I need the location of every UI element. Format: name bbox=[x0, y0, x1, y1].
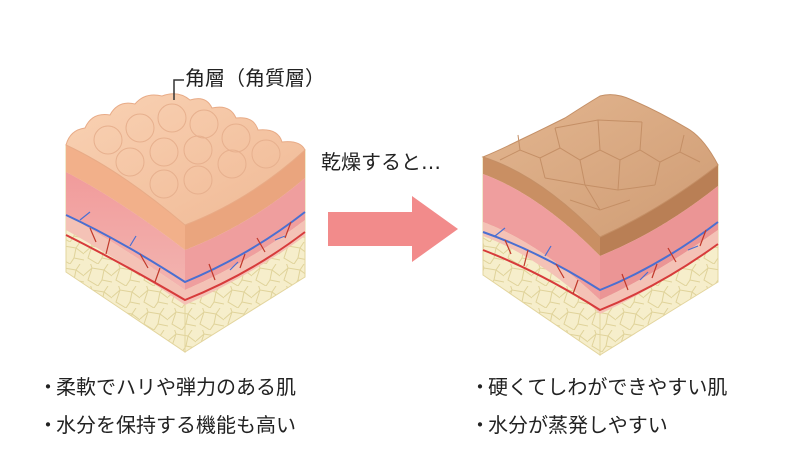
list-item: ・ 水分を保持する機能も高い bbox=[38, 406, 296, 444]
stratum-corneum-pointer bbox=[173, 79, 184, 100]
dry-vein bbox=[482, 221, 719, 292]
stratum-corneum-label: 角層（角質層） bbox=[185, 66, 325, 90]
dry-skin-bullets: ・ 硬くてしわができやすい肌 ・ 水分が蒸発しやすい bbox=[470, 368, 727, 444]
bullet-text: 水分が蒸発しやすい bbox=[488, 413, 668, 437]
bullet-dot: ・ bbox=[38, 413, 58, 437]
healthy-skin-block bbox=[65, 79, 306, 353]
healthy-skin-bullets: ・ 柔軟でハリや弾力のある肌 ・ 水分を保持する機能も高い bbox=[38, 368, 296, 444]
bullet-dot: ・ bbox=[470, 413, 490, 437]
healthy-dermis-side bbox=[185, 178, 305, 290]
dry-skin-block bbox=[481, 94, 719, 356]
bullet-text: 水分を保持する機能も高い bbox=[56, 413, 296, 437]
list-item: ・ 柔軟でハリや弾力のある肌 bbox=[38, 368, 296, 406]
dry-epidermis-side bbox=[600, 165, 718, 256]
healthy-vein bbox=[65, 211, 306, 284]
healthy-dermis-front bbox=[66, 172, 185, 290]
bullet-dot: ・ bbox=[38, 375, 58, 399]
dry-dermis-front bbox=[483, 174, 600, 300]
dry-epidermis-front bbox=[483, 157, 600, 256]
bullet-dot: ・ bbox=[470, 375, 490, 399]
list-item: ・ 水分が蒸発しやすい bbox=[470, 406, 727, 444]
healthy-epidermis-front bbox=[66, 145, 185, 250]
list-item: ・ 硬くてしわができやすい肌 bbox=[470, 368, 727, 406]
healthy-artery bbox=[65, 231, 306, 302]
dry-artery bbox=[482, 243, 719, 312]
transition-arrow bbox=[328, 196, 458, 262]
bullet-text: 硬くてしわができやすい肌 bbox=[488, 375, 728, 399]
dry-top-surface bbox=[481, 94, 719, 238]
drying-label: 乾燥すると… bbox=[321, 150, 441, 174]
bullet-text: 柔軟でハリや弾力のある肌 bbox=[56, 375, 296, 399]
dry-dermis-side bbox=[600, 186, 718, 300]
